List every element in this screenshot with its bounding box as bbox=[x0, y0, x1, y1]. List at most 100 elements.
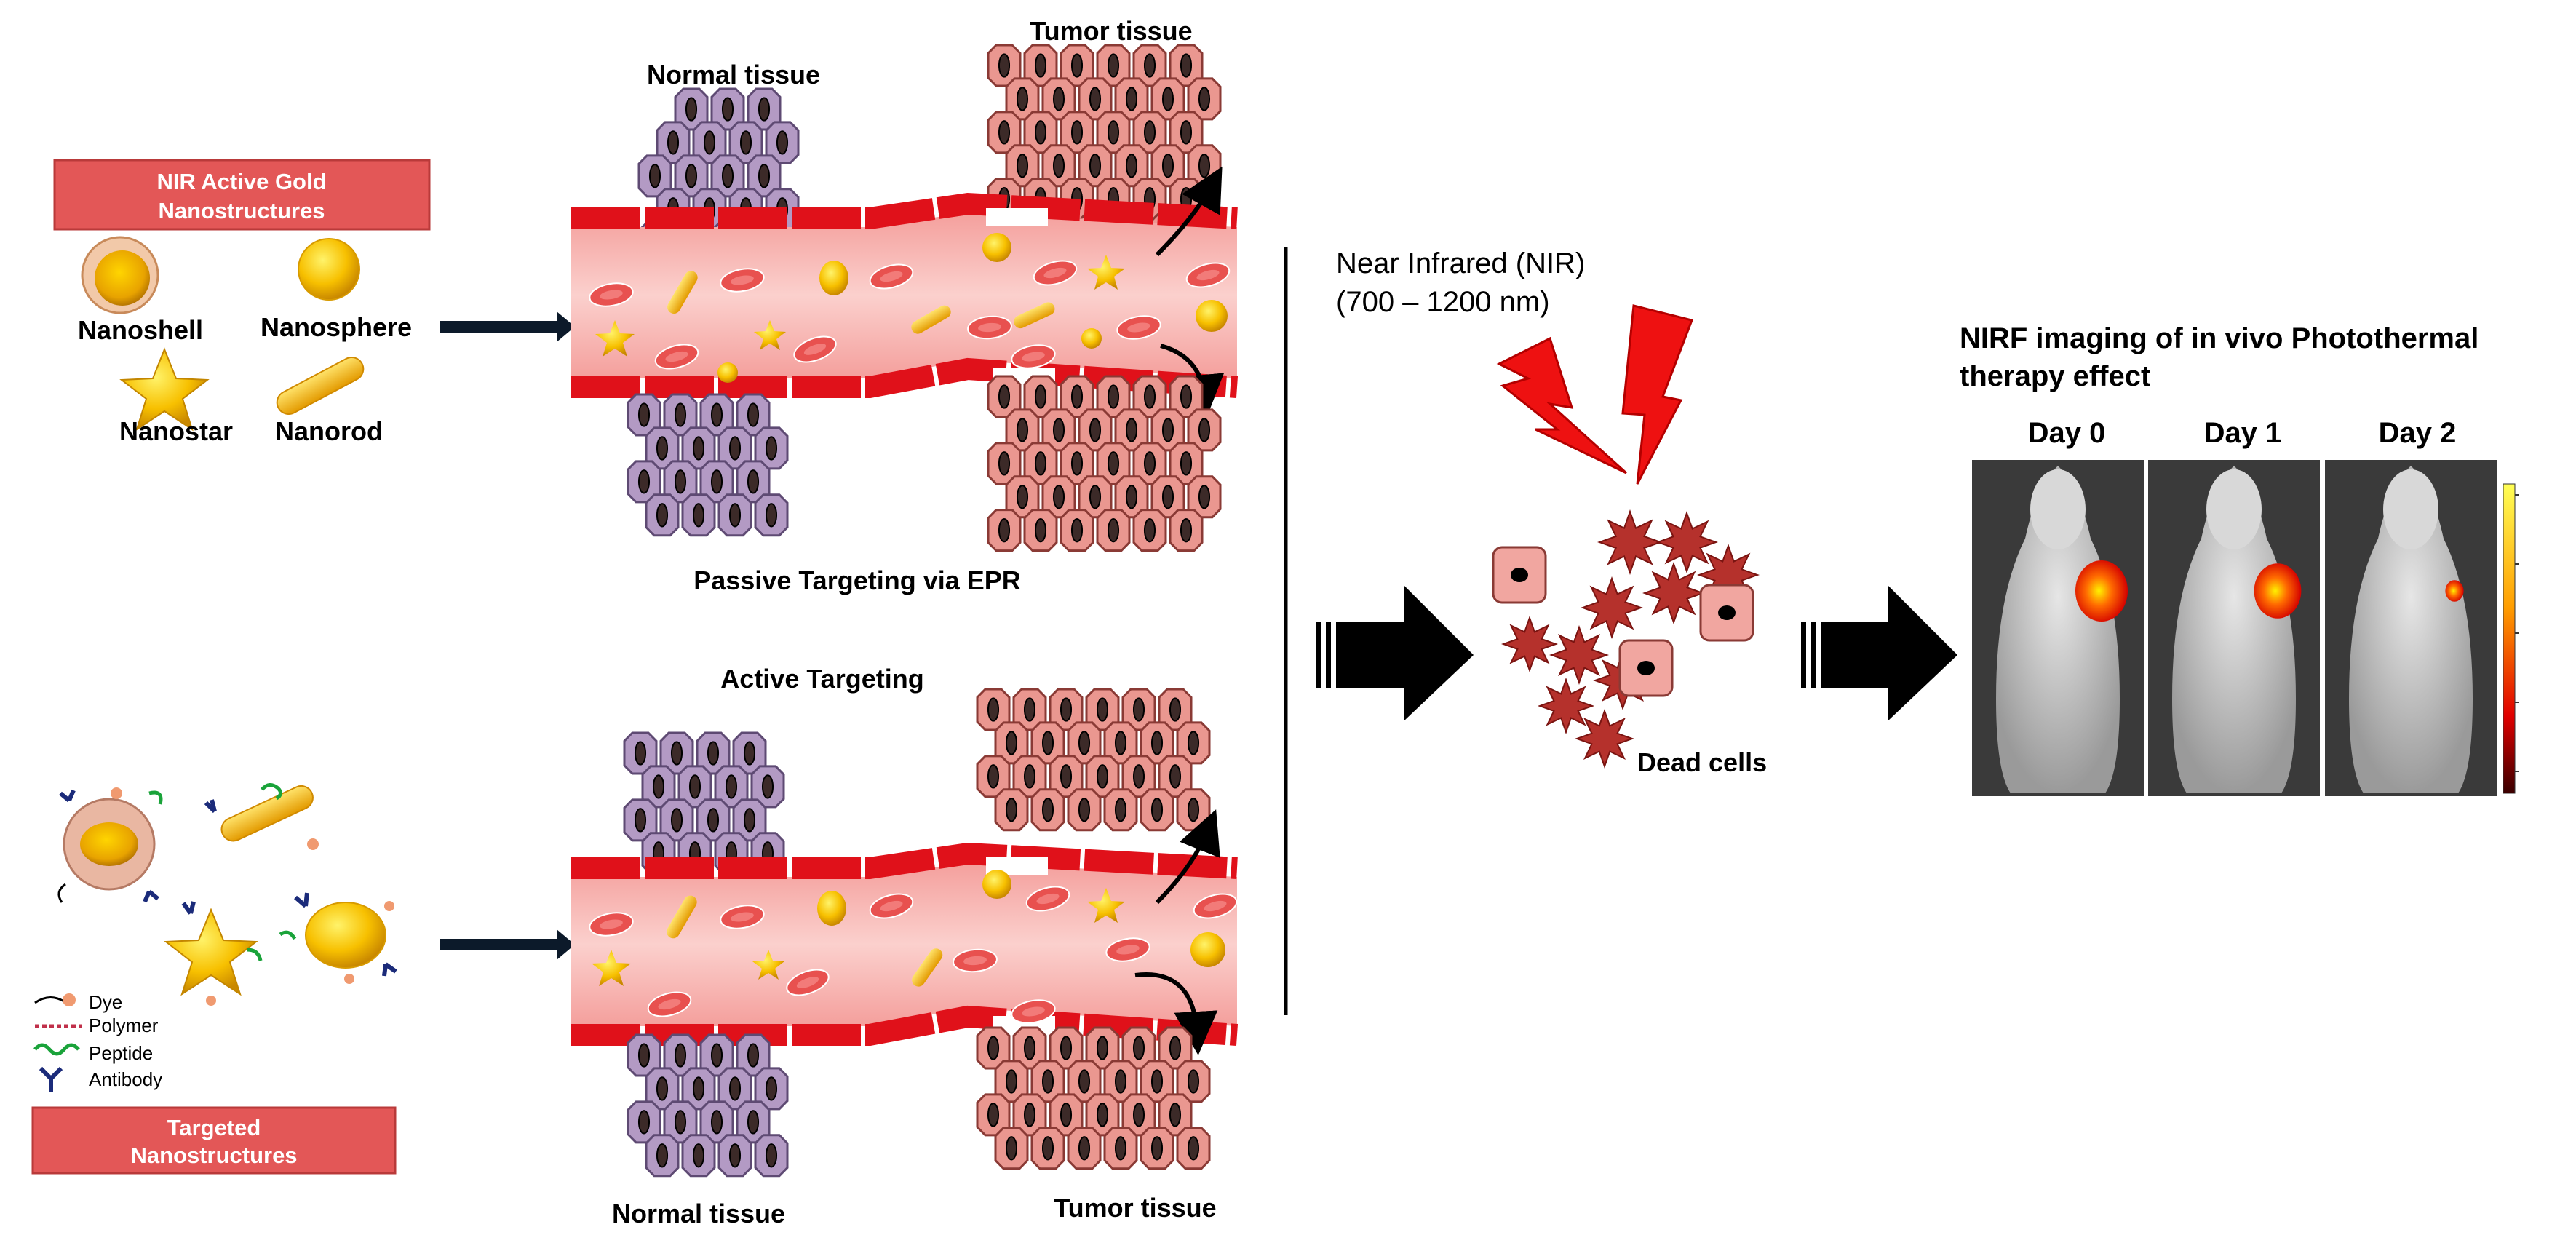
dye-icon bbox=[34, 993, 76, 1006]
red-blood-cell bbox=[953, 948, 998, 973]
red-blood-cell bbox=[786, 969, 830, 996]
red-blood-cell bbox=[869, 263, 914, 290]
nanoshell-icon bbox=[81, 236, 159, 314]
targeted-nanoshell-icon bbox=[57, 787, 163, 903]
tumor-heat-signal bbox=[2254, 563, 2302, 619]
dead-cell bbox=[1655, 511, 1718, 573]
day-1-label: Day 1 bbox=[2204, 417, 2282, 449]
active-blood-vessel bbox=[571, 842, 1239, 1046]
red-blood-cell bbox=[589, 282, 634, 307]
red-blood-cell bbox=[1105, 937, 1150, 962]
legend-peptide-label: Peptide bbox=[89, 1042, 153, 1064]
nanostructures-box: NIR Active Gold Nanostructures bbox=[53, 159, 431, 231]
dead-cell bbox=[1581, 576, 1643, 639]
red-blood-cell bbox=[869, 893, 914, 919]
day-2-label: Day 2 bbox=[2379, 417, 2457, 449]
active-particles bbox=[592, 870, 1225, 987]
nanosphere-label: Nanosphere bbox=[261, 312, 412, 342]
legend: Dye Polymer Peptide Antibody bbox=[33, 991, 162, 1092]
active-extravasation-arrow-bottom bbox=[1134, 972, 1218, 1055]
nanostar-label: Nanostar bbox=[119, 416, 233, 446]
targeted-box-title-line1: Targeted bbox=[167, 1115, 261, 1140]
active-tumor-tissue-bottom bbox=[976, 1026, 1211, 1170]
imaging-title-line1: NIRF imaging of in vivo Photothermal bbox=[1960, 322, 2478, 354]
arrow-to-passive-icon bbox=[440, 311, 575, 342]
dead-cell bbox=[1597, 509, 1663, 575]
dead-cell bbox=[1549, 625, 1609, 685]
intensity-color-scale bbox=[2503, 483, 2519, 794]
active-tumor-tissue-label: Tumor tissue bbox=[1054, 1193, 1216, 1223]
peptide-icon bbox=[33, 1043, 80, 1056]
passive-particles bbox=[595, 233, 1228, 383]
active-normal-tissue-top bbox=[623, 731, 785, 875]
intact-cell bbox=[1492, 546, 1547, 604]
day-0-label: Day 0 bbox=[2028, 417, 2106, 449]
dead-cell bbox=[1642, 562, 1705, 624]
dead-cell bbox=[1575, 709, 1634, 769]
red-blood-cell bbox=[1185, 262, 1231, 288]
targeted-box-title-line2: Nanostructures bbox=[130, 1143, 297, 1168]
targeted-box: Targeted Nanostructures bbox=[31, 1106, 397, 1175]
active-panel: Active Targeting Normal tissue Tumor tis… bbox=[571, 664, 1239, 1228]
passive-normal-tissue-bottom bbox=[627, 393, 789, 537]
active-red-blood-cells bbox=[589, 886, 1238, 1024]
active-tumor-tissue-top bbox=[976, 688, 1211, 832]
dead-cell bbox=[1501, 616, 1558, 672]
targeted-nanorod-icon bbox=[204, 783, 319, 850]
nir-panel: Near Infrared (NIR) (700 – 1200 nm) Dead… bbox=[1316, 247, 1957, 777]
active-normal-tissue-bottom bbox=[627, 1033, 789, 1178]
nanostructures-box-title-line1: NIR Active Gold bbox=[156, 169, 326, 194]
dead-cell bbox=[1538, 678, 1594, 734]
dead-cells-label: Dead cells bbox=[1637, 747, 1767, 777]
passive-panel: Normal tissue Tumor tissue bbox=[571, 16, 1239, 595]
mouse-image-day-2 bbox=[2325, 460, 2497, 796]
nir-label-line1: Near Infrared (NIR) bbox=[1336, 247, 1585, 279]
legend-dye-label: Dye bbox=[89, 991, 122, 1013]
tumor-heat-signal bbox=[2075, 560, 2128, 622]
red-blood-cell bbox=[967, 315, 1012, 340]
nanorod-icon bbox=[276, 356, 365, 416]
imaging-panel: NIRF imaging of in vivo Photothermal the… bbox=[1960, 322, 2519, 796]
red-blood-cell bbox=[1011, 344, 1056, 369]
arrow-to-active-icon bbox=[440, 929, 575, 960]
red-blood-cell bbox=[1025, 886, 1070, 912]
nanosphere-icon bbox=[298, 238, 360, 301]
red-blood-cell bbox=[647, 991, 692, 1017]
red-blood-cell bbox=[654, 344, 699, 370]
arrow-to-imaging-icon bbox=[1801, 586, 1957, 720]
mouse-image-day-1 bbox=[2148, 460, 2320, 796]
passive-red-blood-cells bbox=[589, 260, 1231, 370]
tumor-heat-signal bbox=[2445, 580, 2464, 602]
arrow-to-nir-icon bbox=[1316, 586, 1474, 720]
nanostructures-box-title-line2: Nanostructures bbox=[158, 198, 325, 223]
red-blood-cell bbox=[720, 268, 765, 293]
legend-polymer-label: Polymer bbox=[89, 1014, 159, 1036]
red-blood-cell bbox=[1011, 999, 1056, 1024]
nanorod-label: Nanorod bbox=[275, 416, 383, 446]
intact-cell bbox=[1618, 639, 1674, 697]
nir-label-line2: (700 – 1200 nm) bbox=[1336, 286, 1550, 318]
active-extravasation-arrow-top bbox=[1155, 809, 1220, 905]
passive-extravasation-arrow-top bbox=[1155, 166, 1223, 257]
red-blood-cell bbox=[1033, 260, 1078, 286]
mouse-image-day-0 bbox=[1972, 460, 2144, 796]
red-blood-cell bbox=[1116, 315, 1161, 340]
targeted-nanostar-icon bbox=[164, 901, 263, 1006]
nanostar-icon bbox=[119, 347, 210, 432]
dead-cells-cluster bbox=[1492, 509, 1760, 769]
red-blood-cell bbox=[589, 912, 634, 937]
targeted-nanosphere-icon bbox=[279, 892, 397, 984]
active-targeting-title: Active Targeting bbox=[720, 664, 923, 694]
intact-cell bbox=[1699, 584, 1754, 642]
passive-targeting-caption: Passive Targeting via EPR bbox=[693, 565, 1021, 595]
lightning-bolt-icon bbox=[1496, 304, 1694, 485]
passive-tumor-tissue-bottom bbox=[987, 375, 1222, 552]
passive-normal-tissue-label: Normal tissue bbox=[647, 60, 820, 90]
red-blood-cell bbox=[1193, 893, 1238, 919]
nanoshell-label: Nanoshell bbox=[78, 315, 203, 345]
imaging-title-line2: therapy effect bbox=[1960, 360, 2150, 392]
antibody-icon bbox=[39, 1066, 63, 1092]
red-blood-cell bbox=[720, 905, 765, 929]
legend-antibody-label: Antibody bbox=[89, 1068, 162, 1090]
